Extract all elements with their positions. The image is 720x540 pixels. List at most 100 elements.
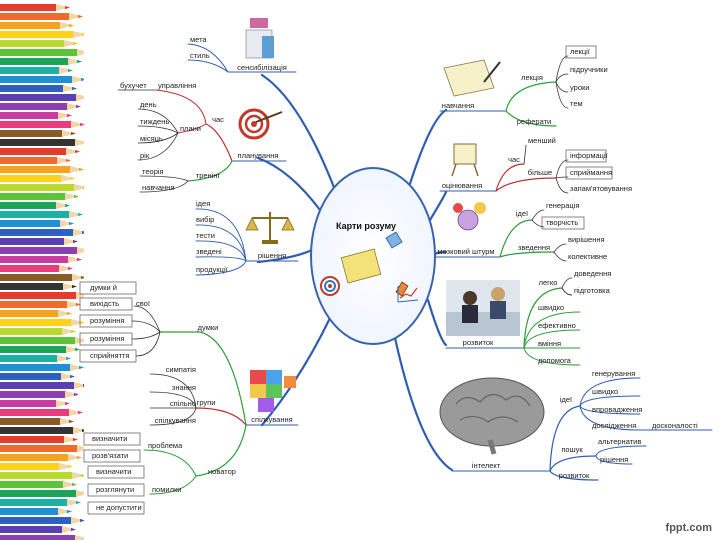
connector-line [556,56,568,82]
connector-line [554,244,566,252]
node-label: колективне [568,252,607,261]
node-label: вміння [538,339,561,348]
node-label: досконалості [652,421,698,430]
node-label: думки [198,323,219,332]
node-label: менший [528,136,556,145]
node-label: легко [539,278,558,287]
connector-line [550,456,596,471]
node-label: більше [528,168,552,177]
node-label: реферати [517,117,552,126]
node-label: спілкування [155,416,196,425]
scales-illustration [246,212,294,244]
node-label: теорія [142,167,164,176]
meeting-photo [446,280,520,336]
node-label: час [508,155,520,164]
node-label: розв'язати [92,451,128,460]
node-label: мета [190,35,207,44]
branch-label: оцінювання [442,181,482,190]
main-branch-line [258,158,320,210]
node-label: не допустити [96,503,142,512]
node-label: вибір [196,215,214,224]
branch-label: сенсибілізація [237,63,287,72]
node-label: лекції [570,47,591,56]
connector-line [506,82,556,111]
node-label: навчання [142,183,174,192]
connector-line [140,176,188,181]
node-label: бухучет [120,81,147,90]
node-label: знання [172,383,196,392]
connector-line [562,288,572,295]
node-label: альтернатив [598,437,641,446]
node-label: рішення [600,455,628,464]
branch-label: спілкування [251,415,292,424]
connector-line [206,124,232,161]
node-label: спільно [170,399,196,408]
node-label: розуміння [90,316,124,325]
node-label: сприйняття [90,351,130,360]
node-label: дослідження [592,421,636,430]
node-label: генерація [546,201,579,210]
node-label: розглянути [96,485,134,494]
node-label: день [140,100,157,109]
connector-line [556,74,568,82]
node-label: плани [180,124,201,133]
node-label: пошук [561,445,583,454]
node-label: розвиток [559,471,590,480]
connector-line [496,164,524,191]
connector-line [132,332,160,339]
target-illustration [240,110,282,138]
footer-brand: fppt.com [666,522,712,534]
center-title: Карти розуму [336,221,396,231]
node-label: продукції [196,265,229,274]
node-label: ефективно [538,321,576,330]
connector-line [136,332,160,356]
main-branch-line [408,110,446,190]
easel-illustration [452,144,478,176]
node-label: запам'ятовування [570,184,632,193]
node-label: новатор [208,467,236,476]
node-label: сприймання [570,168,612,177]
node-label: підготовка [574,286,611,295]
connector-line [556,178,568,193]
node-label: тем [570,99,583,108]
connector-line [496,178,556,191]
branch-label: планування [238,151,279,160]
node-label: зведені [196,247,222,256]
node-label: творчість [546,218,578,227]
node-label: лекція [521,73,543,82]
document-pen-illustration [444,60,500,96]
node-label: швидко [592,387,618,396]
node-label: ідеї [560,395,573,404]
node-label: групи [197,398,216,407]
main-branch-line [428,300,446,345]
branch-label: розвиток [463,338,494,347]
connector-line [524,145,526,164]
node-label: тренінг [196,171,221,180]
node-label: місяць [140,134,163,143]
node-label: симпатія [166,365,196,374]
node-label: думки й [90,283,117,292]
connector-line [188,60,228,72]
brainstorm-illustration [453,202,486,230]
node-label: управління [158,81,196,90]
node-label: впровадження [592,405,642,414]
branch-label: мозковий штурм [437,247,494,256]
node-label: визначити [92,434,127,443]
branch-label: навчання [442,101,474,110]
node-label: уроки [570,83,589,92]
node-label: помилки [152,485,181,494]
connector-line [550,406,580,471]
connector-line [196,408,246,425]
node-label: допомога [538,356,572,365]
node-label: вихідсть [90,299,119,308]
node-label: швидко [538,303,564,312]
node-label: інформації [570,151,609,160]
node-label: стиль [190,51,210,60]
node-label: рік [140,151,150,160]
node-label: вирішення [568,235,605,244]
connector-line [562,278,572,288]
node-label: розуміння [90,334,124,343]
node-label: проблема [148,441,183,450]
node-label: тиждень [140,117,169,126]
node-label: підручники [570,65,608,74]
